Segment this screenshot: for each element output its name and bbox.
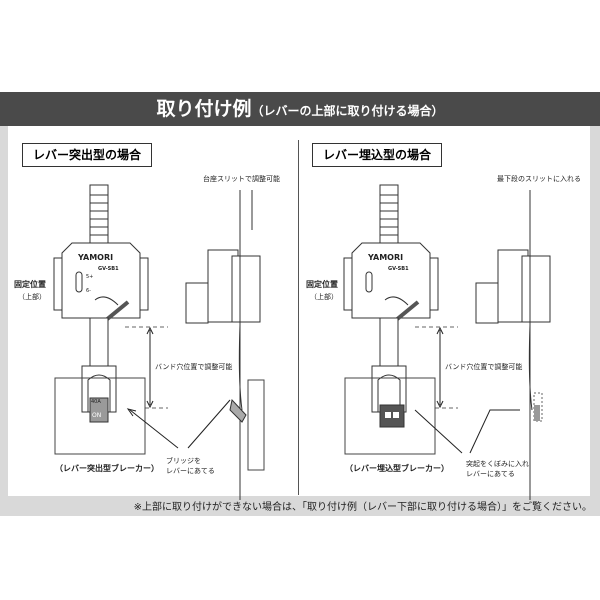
device-brand: YAMORI [78,253,114,262]
title-main: 取り付け例 [156,98,252,120]
left-diagram [52,183,265,502]
right-diagram [342,183,552,502]
right-fixed-position-sub: （上部） [310,293,338,301]
left-band-note: バンド穴位置で調整可能 [155,363,233,371]
left-case-heading: レバー突出型の場合 [22,143,153,167]
switch-state: ON [92,412,102,419]
right-fixed-position: 固定位置 [306,280,338,289]
right-case-heading: レバー埋込型の場合 [312,143,443,167]
device-model-right: GV-SB1 [388,266,409,272]
left-bridge-note-1: ブリッジを [166,457,201,465]
left-fixed-position-sub: （上部） [18,293,46,301]
page-title: 取り付け例（レバーの上部に取り付ける場合） [0,92,600,126]
mark-6: 6- [86,288,91,294]
left-breaker-caption: （レバー突出型ブレーカー） [55,464,159,473]
mark-5: 5+ [86,274,94,280]
right-tab-note-1: 突起をくぼみに入れ [466,460,529,468]
divider [298,140,299,495]
left-fixed-position: 固定位置 [14,280,46,289]
left-slit-note: 台座スリットで調整可能 [203,175,280,183]
right-tab-note-2: レバーにあてる [466,470,515,478]
device-model: GV-SB1 [98,266,119,272]
device-brand-right: YAMORI [368,253,404,262]
right-band-note: バンド穴位置で調整可能 [445,363,523,371]
switch-rating: 40A [91,399,101,405]
right-breaker-caption: （レバー埋込型ブレーカー） [345,464,449,473]
left-bridge-note-2: レバーにあてる [166,467,215,475]
title-sub: （レバーの上部に取り付ける場合） [251,104,444,118]
footnote: ※上部に取り付けができない場合は、「取り付け例（レバー下部に取り付ける場合）」を… [133,502,592,513]
right-slit-note: 最下段のスリットに入れる [497,175,581,183]
